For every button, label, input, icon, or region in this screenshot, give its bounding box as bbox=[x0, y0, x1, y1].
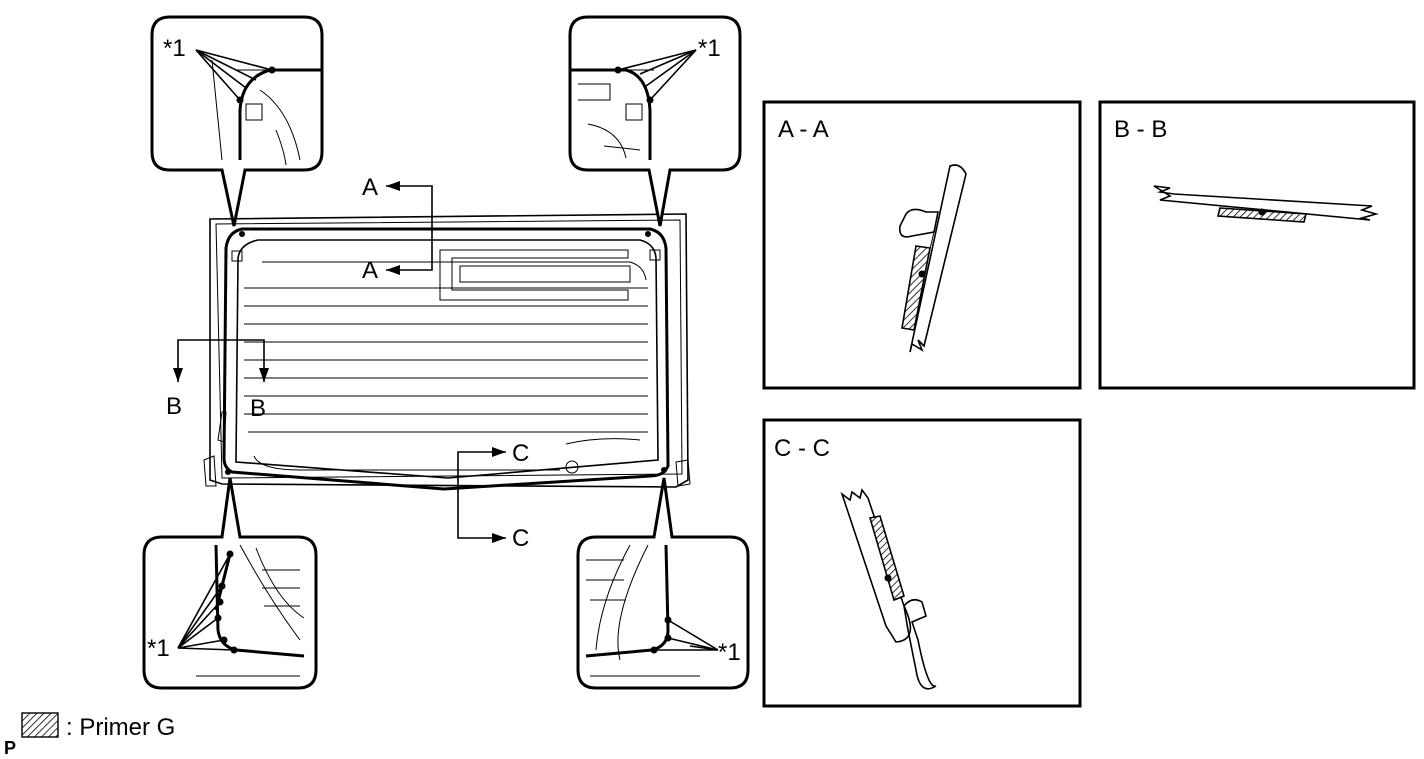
section-mark-a-bottom: A bbox=[362, 257, 378, 284]
primer-swatch bbox=[21, 712, 59, 738]
section-view-c: C - C bbox=[762, 418, 1082, 708]
section-view-b: B - B bbox=[1098, 100, 1416, 390]
section-title-b: B - B bbox=[1114, 116, 1167, 143]
section-mark-b-right: B bbox=[250, 395, 266, 422]
legend-label: : Primer G bbox=[66, 714, 175, 741]
callout-label-bottom-right: *1 bbox=[718, 639, 741, 666]
section-title-a: A - A bbox=[778, 116, 829, 143]
callout-label-top-left: *1 bbox=[163, 35, 186, 62]
callout-bottom-left: *1 bbox=[142, 477, 318, 690]
corner-mark: P bbox=[4, 738, 16, 758]
callout-top-right: *1 bbox=[568, 15, 742, 227]
callout-label-top-right: *1 bbox=[698, 35, 721, 62]
section-marker-b: B B bbox=[166, 339, 269, 422]
callout-bottom-right: *1 bbox=[576, 477, 750, 690]
callout-top-left: *1 bbox=[150, 15, 324, 227]
section-view-a: A - A bbox=[762, 100, 1082, 390]
section-mark-a-top: A bbox=[362, 174, 378, 201]
section-mark-c-bottom: C bbox=[512, 525, 529, 552]
callout-label-bottom-left: *1 bbox=[147, 635, 170, 662]
section-marker-a: A A bbox=[362, 174, 433, 284]
section-mark-c-top: C bbox=[512, 440, 529, 467]
legend: : Primer G P bbox=[4, 712, 175, 758]
defogger-lines bbox=[244, 261, 648, 471]
section-title-c: C - C bbox=[774, 435, 830, 462]
section-mark-b-left: B bbox=[166, 393, 182, 420]
rear-window-overview bbox=[203, 213, 691, 491]
section-marker-c: C C bbox=[457, 440, 529, 552]
